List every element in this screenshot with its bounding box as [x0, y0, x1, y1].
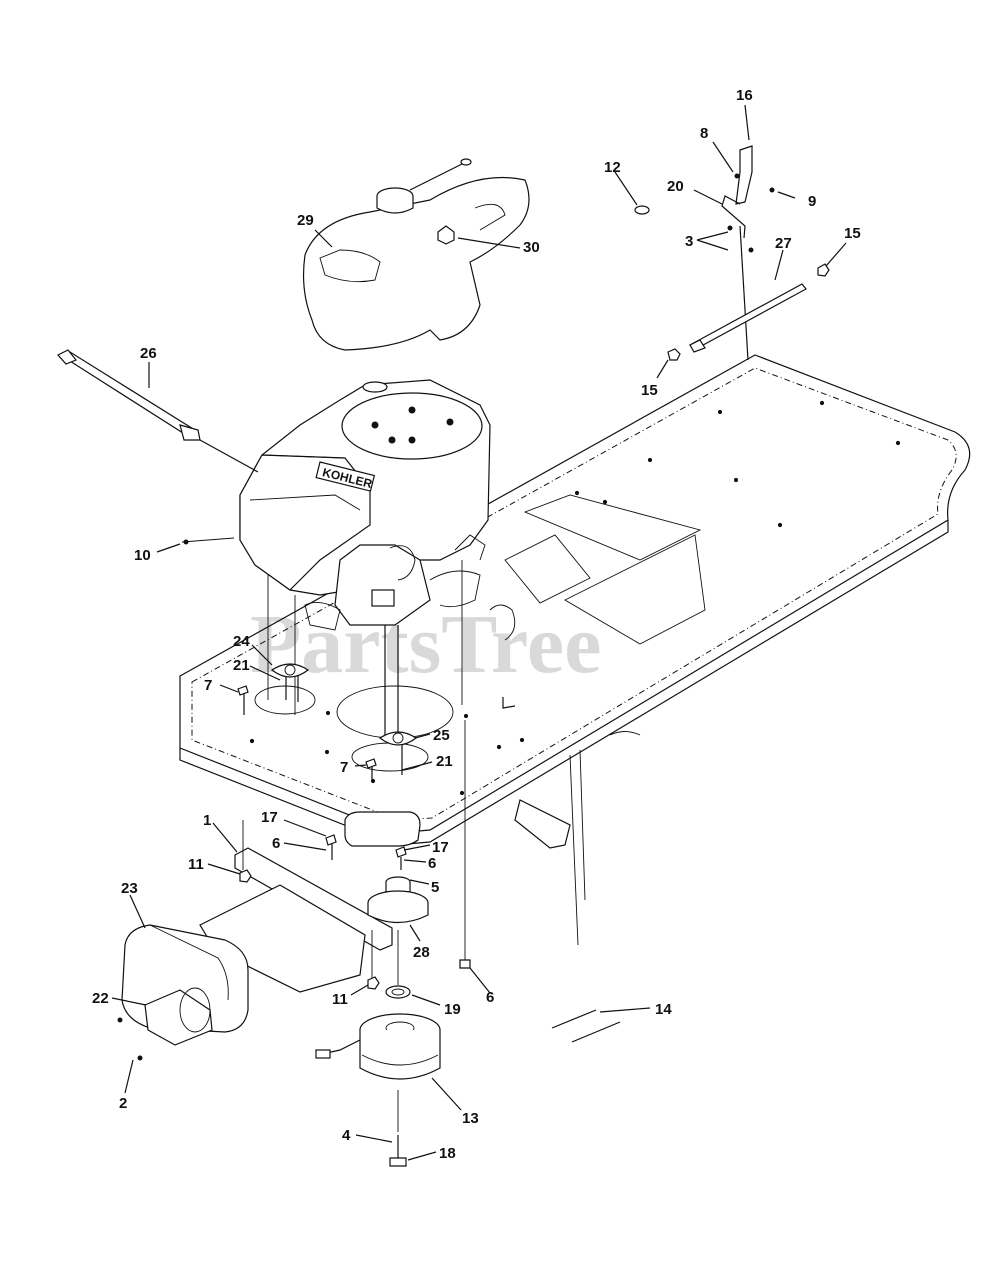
callout-1: 1 — [203, 812, 211, 829]
engine-bolts — [181, 537, 463, 715]
callout-13: 13 — [462, 1110, 479, 1127]
callout-21a: 21 — [233, 657, 250, 674]
pulley-and-clutch — [315, 876, 441, 1167]
callout-labels: 16 8 12 20 9 3 27 15 15 29 30 26 10 24 2… — [92, 87, 861, 1162]
callout-26: 26 — [140, 345, 157, 362]
callout-7a: 7 — [204, 677, 212, 694]
callout-25: 25 — [433, 727, 450, 744]
callout-11b: 11 — [332, 991, 348, 1008]
callout-12: 12 — [604, 159, 621, 176]
dipstick-tube — [57, 349, 259, 473]
callout-4: 4 — [342, 1127, 351, 1144]
callout-29: 29 — [297, 212, 314, 229]
callout-17a: 17 — [261, 809, 278, 826]
callout-8: 8 — [700, 125, 708, 142]
cable-14 — [551, 1009, 621, 1043]
callout-11a: 11 — [188, 856, 204, 873]
deck-skirt — [514, 731, 641, 946]
callout-18: 18 — [439, 1145, 456, 1162]
callout-15a: 15 — [844, 225, 861, 242]
gaskets — [270, 663, 418, 775]
callout-23: 23 — [121, 880, 138, 897]
callout-15b: 15 — [641, 382, 658, 399]
callout-3: 3 — [685, 233, 693, 250]
callout-10: 10 — [134, 547, 151, 564]
callout-16: 16 — [736, 87, 753, 104]
callout-6a: 6 — [272, 835, 280, 852]
callout-28: 28 — [413, 944, 430, 961]
callout-17b: 17 — [432, 839, 449, 856]
callout-6c: 6 — [486, 989, 494, 1006]
callout-20: 20 — [667, 178, 684, 195]
callout-2: 2 — [119, 1095, 127, 1112]
throttle-control — [634, 145, 830, 361]
callout-5: 5 — [431, 879, 439, 896]
callout-22: 22 — [92, 990, 109, 1007]
bolts-7 — [237, 685, 377, 782]
callout-24: 24 — [233, 633, 250, 650]
leader-lines — [111, 104, 847, 1161]
deck-holes — [249, 400, 901, 796]
pto-bracket — [199, 811, 421, 993]
frame-deck — [179, 354, 971, 846]
callout-21b: 21 — [436, 753, 453, 770]
callout-27: 27 — [775, 235, 792, 252]
callout-6b: 6 — [428, 855, 436, 872]
callout-7b: 7 — [340, 759, 348, 776]
watermark: PartsTree — [250, 598, 601, 691]
callout-19: 19 — [444, 1001, 461, 1018]
callout-14: 14 — [655, 1001, 672, 1018]
bolt-6-right — [459, 720, 471, 969]
callout-9: 9 — [808, 193, 816, 210]
muffler — [117, 924, 249, 1061]
callout-30: 30 — [523, 239, 540, 256]
fuel-tank — [302, 158, 530, 351]
engine: KOHLER — [239, 379, 491, 740]
